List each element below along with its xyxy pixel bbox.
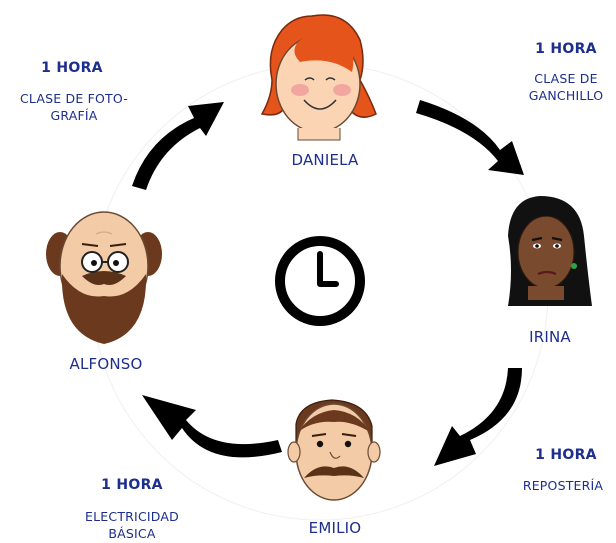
emilio-avatar-icon — [287, 399, 381, 501]
activity-label-electricidad: ELECTRICIDAD BÁSICA — [70, 509, 194, 543]
arrow-irina-to-emilio-icon — [434, 368, 522, 466]
activity-label-fotografia-line1: CLASE DE FOTO- — [20, 91, 128, 106]
activity-label-fotografia: CLASE DE FOTO- GRAFÍA — [6, 91, 142, 125]
activity-label-ganchillo-line1: CLASE DE — [534, 71, 598, 86]
activity-label-electricidad-line1: ELECTRICIDAD — [85, 509, 179, 524]
arrow-daniela-to-irina-icon — [416, 100, 524, 175]
irina-avatar-icon — [508, 196, 592, 306]
activity-duration-electricidad: 1 HORA — [101, 477, 163, 493]
activity-label-fotografia-line2: GRAFÍA — [50, 107, 98, 123]
person-name-daniela: DANIELA — [291, 151, 359, 169]
activity-duration-ganchillo: 1 HORA — [535, 41, 597, 57]
activity-label-ganchillo-line2: GANCHILLO — [528, 87, 604, 103]
clock-icon — [275, 236, 365, 326]
activity-duration-fotografia: 1 HORA — [41, 60, 103, 76]
arrow-emilio-to-alfonso-icon — [142, 395, 282, 458]
activity-label-electricidad-line2: BÁSICA — [108, 525, 156, 541]
activity-duration-reposteria: 1 HORA — [535, 447, 597, 463]
activity-label-reposteria: REPOSTERÍA — [510, 478, 616, 495]
person-name-alfonso: ALFONSO — [69, 355, 143, 373]
person-name-emilio: EMILIO — [308, 519, 362, 537]
person-name-irina: IRINA — [529, 328, 571, 346]
activity-label-ganchillo: CLASE DE GANCHILLO — [516, 71, 616, 105]
daniela-avatar-icon — [260, 14, 377, 141]
activity-label-reposteria-line1: REPOSTERÍA — [522, 478, 604, 493]
alfonso-avatar-icon — [46, 211, 162, 344]
arrow-alfonso-to-daniela-icon — [132, 102, 224, 190]
